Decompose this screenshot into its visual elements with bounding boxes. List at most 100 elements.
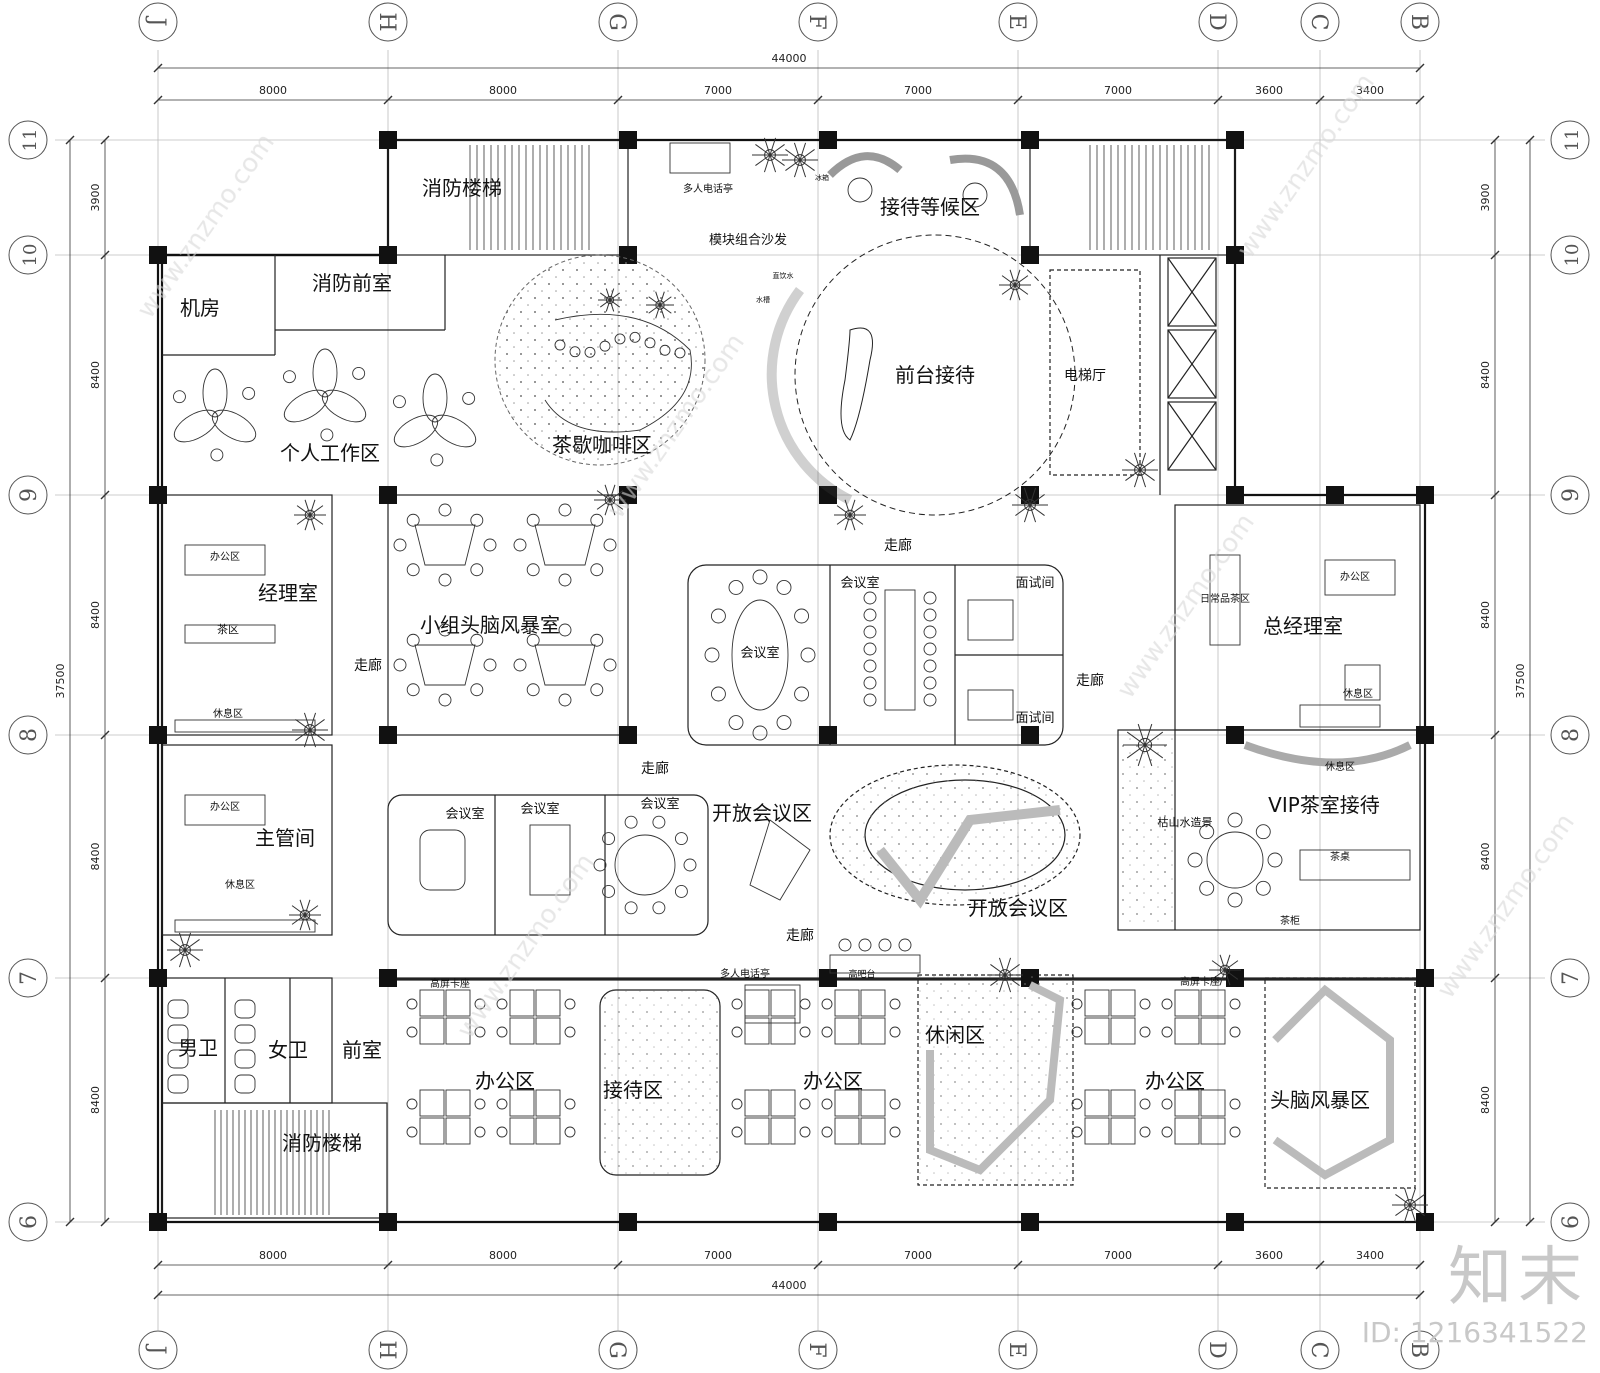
workstation-pod	[202, 368, 228, 418]
leisure-bench	[926, 981, 1065, 1175]
desk	[1084, 1117, 1110, 1145]
room-label-leisure-area: 休闲区	[925, 1023, 985, 1047]
manager-desk	[184, 544, 266, 576]
round-table	[614, 834, 676, 896]
toilet-fixture	[167, 1024, 189, 1044]
axis-bubble-row-11: 11	[1550, 120, 1590, 160]
room-label-gm-office-area: 办公区	[1340, 570, 1370, 583]
svg-text:G: G	[604, 1341, 629, 1359]
axis-bubble-col-G: G	[598, 2, 638, 42]
room-label-fire-stair-top: 消防楼梯	[422, 176, 502, 200]
chair	[438, 693, 452, 707]
chair	[526, 513, 540, 527]
dim-text-top: 7000	[1104, 84, 1132, 97]
room-label-water-dispenser: 直饮水	[773, 271, 794, 280]
chair	[799, 998, 811, 1010]
chair	[558, 623, 572, 637]
chair	[590, 513, 604, 527]
axis-bubble-col-G: G	[598, 1330, 638, 1370]
column	[819, 131, 837, 149]
svg-text:8: 8	[1559, 728, 1584, 742]
chair	[1071, 998, 1083, 1010]
chair	[624, 901, 638, 915]
column	[1416, 486, 1434, 504]
chair	[283, 370, 296, 384]
dim-text-right: 8400	[1479, 1086, 1492, 1114]
sofa	[949, 154, 1024, 216]
room-label-meeting-room-a: 会议室	[445, 806, 484, 822]
chair	[683, 858, 697, 872]
svg-text:J: J	[144, 16, 169, 27]
column	[1416, 726, 1434, 744]
room-label-meeting-room-oval: 会议室	[740, 645, 779, 661]
room-label-interview-room-1: 面试间	[1015, 576, 1054, 591]
column	[1226, 246, 1244, 264]
column	[149, 1213, 167, 1231]
chair	[1071, 1026, 1083, 1038]
room-label-tea-cabinet: 茶柜	[1280, 914, 1300, 927]
room-label-ice-machine: 冰箱	[815, 173, 829, 182]
chair	[799, 1126, 811, 1138]
axis-bubble-col-J: J	[138, 1330, 178, 1370]
chair	[629, 331, 641, 343]
room-label-open-meeting-2: 开放会议区	[968, 896, 1068, 920]
chair	[1255, 824, 1271, 840]
chair	[496, 1098, 508, 1110]
chair	[406, 633, 420, 647]
chair	[470, 513, 484, 527]
axis-bubble-col-C: C	[1300, 2, 1340, 42]
toilet-fixture	[234, 1024, 256, 1044]
chair	[863, 676, 877, 690]
chair	[602, 832, 616, 845]
chair	[1139, 1126, 1151, 1138]
axis-bubble-row-6: 6	[8, 1202, 48, 1242]
tree	[752, 137, 788, 173]
chair	[674, 832, 688, 845]
chair	[406, 1026, 418, 1038]
svg-text:9: 9	[1559, 488, 1584, 502]
chair	[1161, 1126, 1173, 1138]
svg-text:6: 6	[1559, 1215, 1584, 1229]
dim-text-bottom: 8000	[259, 1249, 287, 1262]
workstation-pod	[312, 348, 338, 398]
gm-desk	[1324, 559, 1396, 596]
chair	[173, 390, 186, 404]
dim-text-top: 8000	[489, 84, 517, 97]
room-label-tea-coffee-area: 茶歇咖啡区	[552, 433, 652, 457]
room-label-high-booth-right: 高屏卡座	[1180, 975, 1220, 988]
room-label-fire-stair-bottom: 消防楼梯	[282, 1131, 362, 1155]
room-label-corridor-middle: 走廊	[641, 760, 669, 777]
high-bar-counter	[829, 954, 921, 974]
chair	[847, 177, 873, 203]
chair	[393, 538, 407, 552]
room-label-supervisor-office-area: 办公区	[210, 800, 240, 813]
chair	[320, 428, 334, 442]
chair	[794, 608, 810, 624]
svg-text:B: B	[1406, 14, 1431, 30]
tree	[294, 499, 326, 531]
axis-bubble-col-E: E	[998, 2, 1038, 42]
axis-bubble-col-D: D	[1198, 2, 1238, 42]
chair	[731, 1126, 743, 1138]
workstation-pod	[173, 409, 219, 443]
desk	[744, 989, 770, 1017]
room-label-manager-rest-area: 休息区	[213, 707, 243, 720]
column	[819, 726, 837, 744]
chair	[496, 998, 508, 1010]
diagonal-watermarks: www.znzmo.com www.znzmo.com www.znzmo.co…	[131, 68, 1581, 1044]
tree	[1012, 487, 1048, 523]
desk	[1200, 989, 1226, 1017]
column	[619, 726, 637, 744]
curved-sofa	[1243, 741, 1412, 767]
column	[1021, 246, 1039, 264]
desk	[1110, 1117, 1136, 1145]
chair	[652, 815, 666, 829]
sofa	[827, 152, 903, 178]
chair	[474, 1126, 486, 1138]
dim-text-left: 8400	[89, 1086, 102, 1114]
room-label-meeting-room-c: 会议室	[640, 796, 679, 812]
room-label-front-desk: 前台接待	[895, 363, 975, 387]
chair	[406, 563, 420, 577]
axis-bubble-row-7: 7	[1550, 958, 1590, 998]
dim-text-left: 3900	[89, 184, 102, 212]
